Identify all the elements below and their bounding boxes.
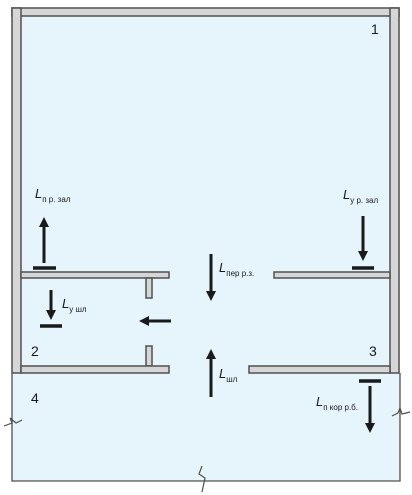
- room-number-4: 4: [31, 390, 39, 406]
- label-l-u-r-zal: Lу р. зал: [343, 187, 378, 205]
- label-l-p-kor-rb: Lп кор р.б.: [316, 394, 358, 412]
- wall-top: [11, 7, 400, 17]
- partition-low-left: [20, 365, 170, 374]
- break-mark-left: [3, 417, 23, 427]
- corridor-outline: [11, 373, 401, 482]
- break-mark-bottom: [198, 465, 206, 493]
- break-mark-right: [391, 406, 411, 417]
- background: [12, 8, 400, 481]
- partition-mid-right: [273, 271, 391, 279]
- room-number-2: 2: [31, 343, 39, 359]
- label-l-per-rz: Lпер р.з.: [219, 260, 254, 278]
- wall-left: [11, 7, 22, 374]
- room-number-1: 1: [371, 21, 379, 37]
- room-number-3: 3: [369, 343, 377, 359]
- wall-right: [389, 7, 400, 374]
- partition-low-right: [248, 365, 391, 374]
- partition-mid-left: [20, 271, 170, 279]
- label-l-pr-zal: Lп р. зал: [35, 186, 71, 204]
- airlock-wall-lower: [145, 345, 153, 367]
- airlock-wall-upper: [145, 277, 153, 299]
- label-l-shl: Lшл: [219, 366, 238, 384]
- label-l-u-shl: Lу шл: [62, 296, 87, 314]
